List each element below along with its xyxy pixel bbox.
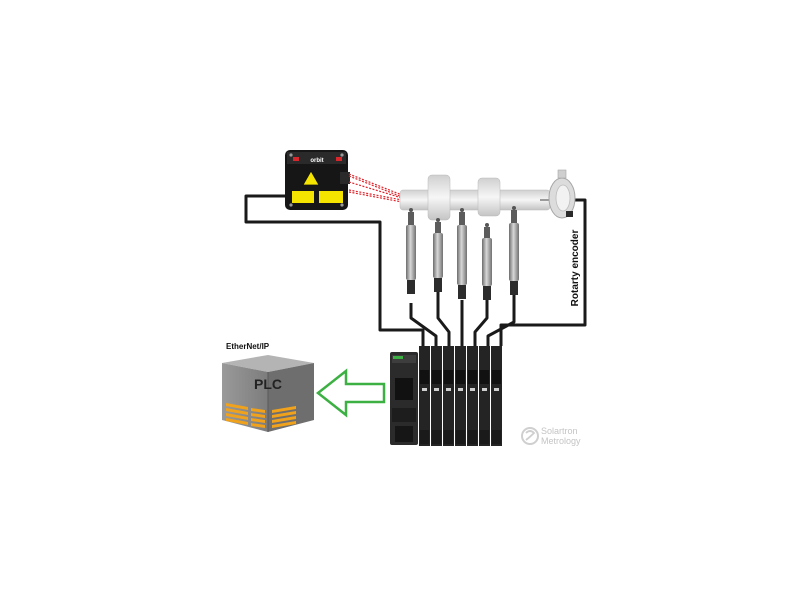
- probe-cable-4: [473, 300, 489, 346]
- laser-cable: [244, 194, 425, 346]
- probes: [406, 206, 519, 300]
- brand-name-line1: Solartron: [541, 426, 578, 436]
- shaft: [399, 174, 551, 221]
- probe-2: [433, 218, 443, 292]
- plc-label: PLC: [254, 376, 282, 392]
- probe-5: [509, 206, 519, 295]
- brand-name-line2: Metrology: [541, 436, 581, 446]
- module-1: [419, 346, 430, 446]
- network-gateway-module: [297, 352, 418, 445]
- module-7: [491, 346, 502, 446]
- module-2: [431, 346, 442, 446]
- rotary-encoder-icon: [540, 169, 576, 219]
- probe-1: [406, 208, 416, 294]
- rotary-encoder-label: Rotarty encoder: [570, 230, 581, 307]
- left-arrow-icon: [315, 368, 386, 418]
- probe-cable-1: [409, 303, 438, 346]
- probe-cable-2: [436, 290, 451, 346]
- probe-4: [482, 223, 492, 300]
- plc-cabinet-icon: [222, 355, 314, 432]
- laser-beams: [348, 173, 403, 203]
- module-6: [479, 346, 490, 446]
- laser-brand-label: orbit: [310, 158, 323, 164]
- solartron-logo-icon: [521, 427, 539, 445]
- interface-modules: [297, 346, 502, 446]
- module-3: [443, 346, 454, 446]
- ethernet-ip-label: EtherNet/IP: [226, 342, 270, 351]
- laser-sensor-icon: orbit: [285, 150, 350, 210]
- module-4: [455, 346, 466, 446]
- probe-3: [457, 208, 467, 299]
- module-5: [467, 346, 478, 446]
